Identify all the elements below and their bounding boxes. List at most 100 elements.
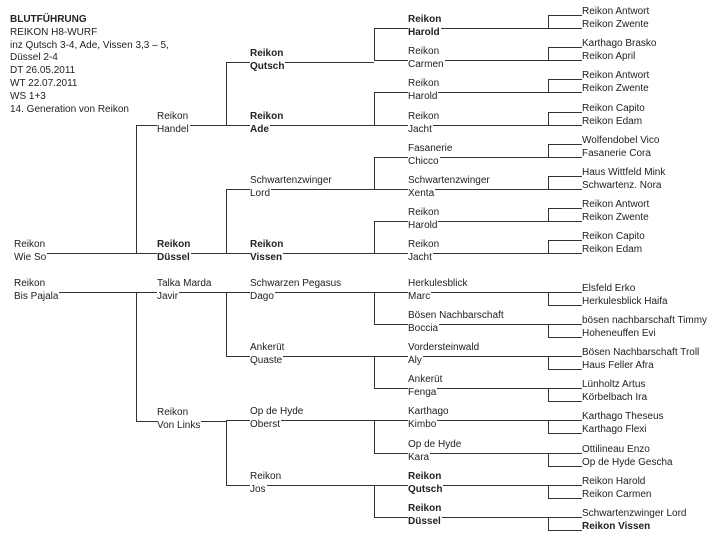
- pedigree-node-gen5: Reikon Zwente: [582, 83, 649, 94]
- pedigree-node-gen5: Ottilineau Enzo: [582, 444, 650, 455]
- pedigree-node-gen5: Karthago Theseus: [582, 411, 664, 422]
- dog-name: Handel: [157, 123, 190, 136]
- dog-name: Ade: [250, 123, 270, 136]
- pedigree-node-gen5: Reikon Edam: [582, 244, 643, 255]
- generation-note: 14. Generation von Reikon: [10, 103, 129, 115]
- pedigree-node-gen5: Reikon Zwente: [582, 212, 649, 223]
- pedigree-node-gen5: Reikon Antwort: [582, 199, 650, 210]
- dog-name: Carmen: [408, 58, 445, 71]
- dog-name: Chicco: [408, 155, 440, 168]
- dog-name: Düssel: [408, 515, 442, 528]
- dog-name: Fenga: [408, 386, 438, 399]
- whelping-date: WT 22.07.2011: [10, 77, 78, 89]
- pedigree-node-gen5: Reikon Edam: [582, 116, 643, 127]
- kennel-name: Karthago: [408, 405, 450, 418]
- dog-name: Vissen: [250, 251, 284, 264]
- dog-name: Javir: [157, 290, 180, 303]
- dog-name: Dago: [250, 290, 275, 303]
- kennel-name: Reikon: [408, 13, 443, 26]
- inbreeding-info: inz Qutsch 3-4, Ade, Vissen 3,3 – 5,: [10, 39, 169, 51]
- dog-name: Wie So: [14, 251, 48, 264]
- pedigree-header: BLUTFÜHRUNG REIKON H8-WURF inz Qutsch 3-…: [10, 14, 169, 116]
- pedigree-node-gen5: Reikon Antwort: [582, 6, 650, 17]
- pedigree-node-gen5: Reikon Antwort: [582, 70, 650, 81]
- kennel-name: Fasanerie: [408, 142, 454, 155]
- dog-name: Boccia: [408, 322, 440, 335]
- dog-name: Jos: [250, 483, 267, 496]
- dog-name: Kimbo: [408, 418, 438, 431]
- kennel-name: Vordersteinwald: [408, 341, 481, 354]
- pedigree-node-gen5: Op de Hyde Gescha: [582, 457, 673, 468]
- pedigree-node-gen5: Elsfeld Erko: [582, 283, 636, 294]
- kennel-name: Op de Hyde: [408, 438, 463, 451]
- inbreeding-info-cont: Düssel 2-4: [10, 52, 58, 64]
- kennel-name: Reikon: [408, 206, 441, 219]
- pedigree-node-gen5: Reikon Vissen: [582, 521, 651, 532]
- pedigree-node-gen5: bösen nachbarschaft Timmy: [582, 315, 708, 326]
- kennel-name: Reikon: [157, 110, 190, 123]
- pedigree-node-gen5: Reikon April: [582, 51, 636, 62]
- kennel-name: Reikon: [157, 406, 190, 419]
- dog-name: Qutsch: [250, 60, 286, 73]
- dog-name: Kara: [408, 451, 431, 464]
- dog-name: Bis Pajala: [14, 290, 60, 303]
- pedigree-node-gen5: Lünholtz Artus: [582, 379, 646, 390]
- pedigree-node-gen5: Bösen Nachbarschaft Troll: [582, 347, 700, 358]
- dog-name: Aly: [408, 354, 423, 367]
- pedigree-node-gen5: Herkulesblick Haifa: [582, 296, 668, 307]
- kennel-name: Reikon: [408, 238, 441, 251]
- litter-name: REIKON H8-WURF: [10, 26, 98, 38]
- dog-name: Quaste: [250, 354, 284, 367]
- header-title: BLUTFÜHRUNG: [10, 14, 87, 25]
- pedigree-node-gen5: Hoheneuffen Evi: [582, 328, 656, 339]
- pedigree-node-gen5: Karthago Flexi: [582, 424, 647, 435]
- pedigree-node-gen5: Haus Wittfeld Mink: [582, 167, 666, 178]
- dog-name: Qutsch: [408, 483, 444, 496]
- kennel-name: Op de Hyde: [250, 405, 305, 418]
- dog-name: Marc: [408, 290, 432, 303]
- dog-name: Harold: [408, 219, 439, 232]
- kennel-name: Reikon: [157, 238, 192, 251]
- kennel-name: Schwarzen Pegasus: [250, 277, 343, 290]
- mating-date: DT 26.05.2011: [10, 65, 76, 77]
- pedigree-node-gen5: Reikon Carmen: [582, 489, 652, 500]
- kennel-name: Talka Marda: [157, 277, 213, 290]
- litter-size: WS 1+3: [10, 90, 46, 102]
- kennel-name: Ankerüt: [408, 373, 444, 386]
- pedigree-node-gen5: Fasanerie Cora: [582, 148, 651, 159]
- kennel-name: Schwartenzwinger: [408, 174, 491, 187]
- kennel-name: Reikon: [250, 110, 285, 123]
- pedigree-node-gen5: Karthago Brasko: [582, 38, 657, 49]
- pedigree-node-gen5: Haus Feller Afra: [582, 360, 654, 371]
- kennel-name: Reikon: [408, 110, 441, 123]
- kennel-name: Reikon: [408, 77, 441, 90]
- kennel-name: Reikon: [408, 470, 443, 483]
- kennel-name: Reikon: [14, 238, 47, 251]
- dog-name: Von Links: [157, 419, 202, 432]
- dog-name: Xenta: [408, 187, 436, 200]
- kennel-name: Reikon: [14, 277, 47, 290]
